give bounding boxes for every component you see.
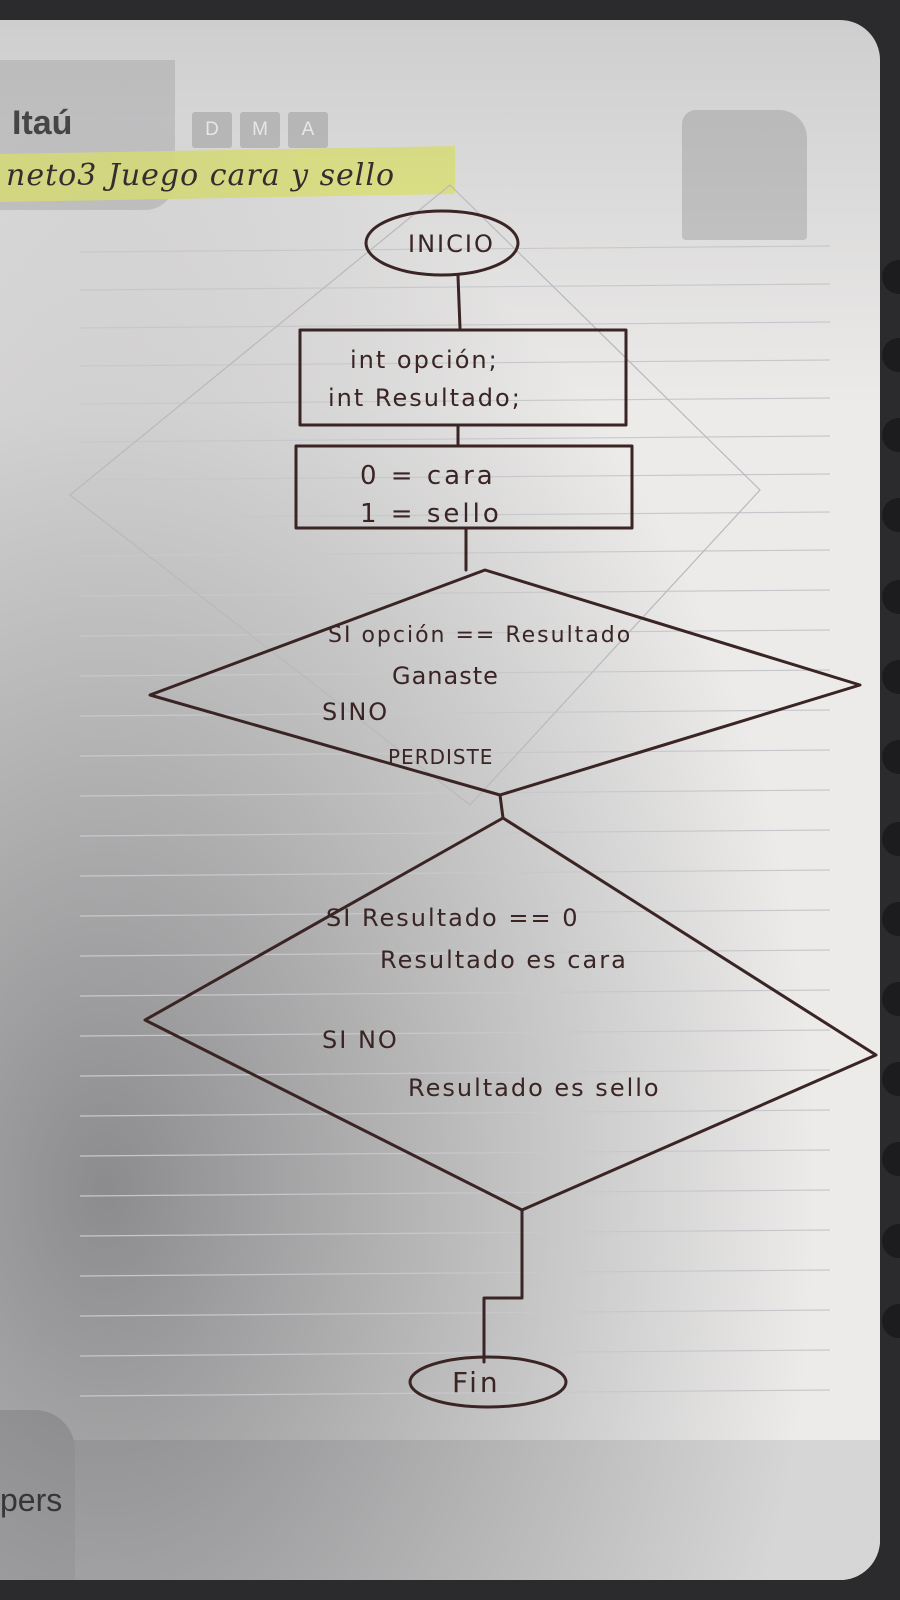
binder-hole	[882, 1062, 900, 1096]
ruled-line	[79, 709, 831, 717]
binder-hole	[882, 1142, 900, 1176]
decision1-condition: SI opción == Resultado	[328, 623, 632, 648]
declaration-result: int Resultado;	[328, 384, 522, 412]
ruled-line	[79, 1069, 831, 1077]
binder-hole	[882, 1224, 900, 1258]
connector-decision2-end	[482, 1208, 524, 1364]
decision1-then: Ganaste	[392, 662, 499, 690]
ruled-line	[79, 589, 831, 597]
ruled-line	[79, 359, 831, 367]
ruled-lines	[79, 245, 831, 1397]
ruled-line	[79, 283, 831, 291]
binder-hole	[882, 418, 900, 452]
binder-hole	[882, 660, 900, 694]
ruled-line	[79, 549, 831, 557]
ruled-line	[79, 435, 831, 443]
ruled-line	[79, 473, 831, 481]
start-label: INICIO	[408, 230, 495, 258]
start-terminal	[364, 209, 520, 277]
ruled-line	[79, 909, 831, 917]
decision1-else: PERDISTE	[388, 745, 493, 769]
binder-hole	[882, 902, 900, 936]
ruled-line	[79, 949, 831, 957]
binder-hole	[882, 580, 900, 614]
ruled-line	[79, 1189, 831, 1197]
decision2-then: Resultado es cara	[380, 946, 628, 974]
ruled-line	[79, 629, 831, 637]
decision2-condition: SI Resultado == 0	[326, 904, 579, 932]
connector-start-declarations	[456, 274, 462, 330]
ruled-line	[79, 397, 831, 405]
decision2-else-label: SI NO	[322, 1026, 399, 1054]
ruled-line	[79, 1269, 831, 1277]
binder-hole	[882, 498, 900, 532]
ruled-line	[79, 989, 831, 997]
decision2-else: Resultado es sello	[408, 1074, 661, 1102]
ruled-line	[79, 321, 831, 329]
ruled-line	[79, 1109, 831, 1117]
ruled-line	[79, 1309, 831, 1317]
decision1-else-label: SINO	[322, 698, 389, 726]
connector-decision1-decision2	[498, 793, 505, 820]
binder-hole	[882, 260, 900, 294]
decision2-diamond	[143, 816, 878, 1212]
declarations-box	[298, 328, 628, 427]
binder-hole	[882, 1304, 900, 1338]
mapping-tails: 1 = sello	[360, 499, 502, 529]
decision1-diamond	[148, 568, 862, 797]
pencil-guide-diamond	[69, 184, 761, 806]
mapping-box	[294, 444, 634, 530]
ruled-line	[79, 1149, 831, 1157]
binder-hole	[882, 982, 900, 1016]
declaration-option: int opción;	[350, 346, 499, 374]
ruled-line	[79, 1029, 831, 1037]
ruled-line	[79, 1229, 831, 1237]
binder-holes	[878, 0, 900, 1600]
binder-hole	[882, 822, 900, 856]
mapping-heads: 0 = cara	[360, 461, 496, 491]
ruled-line	[79, 749, 831, 757]
end-label: Fin	[452, 1366, 501, 1399]
end-terminal	[408, 1355, 568, 1409]
ruled-line	[79, 869, 831, 877]
ruled-line	[79, 829, 831, 837]
binder-hole	[882, 338, 900, 372]
ruled-line	[79, 245, 831, 253]
ruled-line	[79, 1349, 831, 1357]
ruled-line	[79, 511, 831, 519]
binder-hole	[882, 740, 900, 774]
ruled-line	[79, 1389, 831, 1397]
